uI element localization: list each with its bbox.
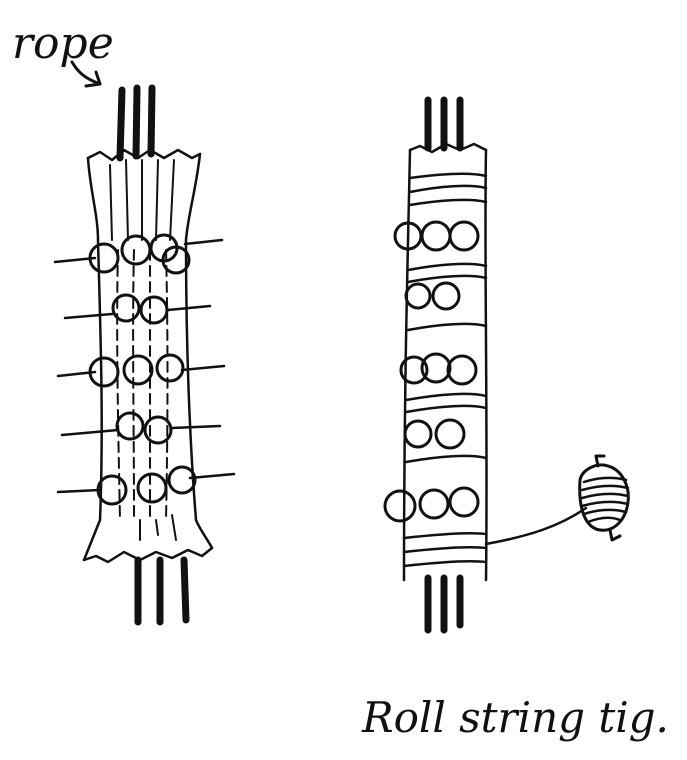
rope-label: rope [12, 18, 114, 69]
left-beads [90, 235, 195, 504]
right-bottom-strands [428, 578, 460, 630]
string-line [486, 508, 586, 544]
left-rope-figure: rope [12, 18, 234, 622]
string-spool-icon [580, 456, 629, 540]
bottom-rope-strands [138, 560, 186, 622]
rope-bottom-flare [84, 515, 212, 562]
top-rope-strands [120, 88, 152, 158]
right-rope-top-edge [410, 144, 486, 152]
rope-top-flare [88, 150, 200, 240]
left-string-ends [55, 240, 234, 492]
right-top-strands [428, 100, 460, 148]
right-rope-figure: Roll string tig. [361, 100, 669, 742]
caption-label: Roll string tig. [361, 693, 669, 742]
